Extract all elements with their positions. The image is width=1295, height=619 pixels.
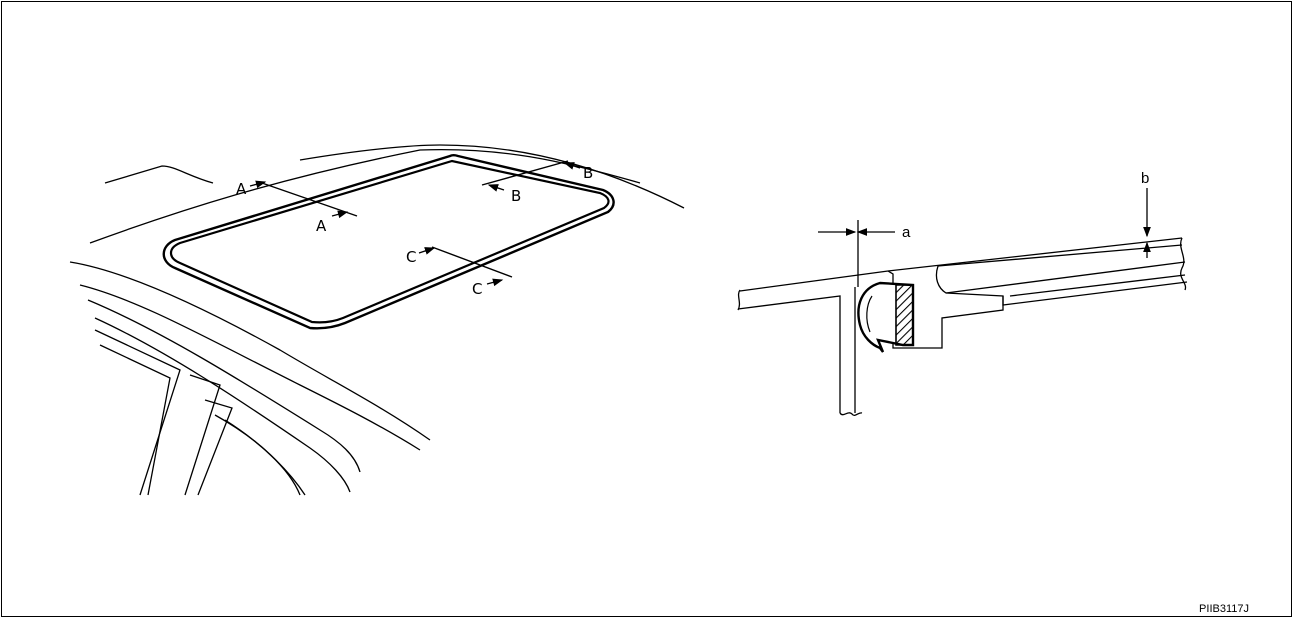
- section-b-arrow-2: [487, 184, 505, 192]
- sunroof-frame-inner: [169, 159, 610, 324]
- window-line-1: [214, 414, 301, 496]
- roof-rear-edge: [104, 165, 214, 184]
- cross-section-view: [737, 188, 1188, 417]
- section-a-cutline: [261, 182, 358, 217]
- section-c-arrow-2: [486, 278, 504, 287]
- seal-inner-line: [866, 295, 873, 333]
- section-b-arrow-1: [563, 162, 581, 170]
- section-label-b-2: B: [511, 187, 521, 205]
- glass-top: [887, 237, 1183, 272]
- roof-upper-curve-2: [299, 144, 685, 209]
- dimension-label-a: a: [902, 224, 911, 241]
- dimension-label-b: b: [1141, 170, 1149, 187]
- sunroof-frame-outer: [162, 154, 615, 330]
- body-panel-top: [739, 270, 889, 292]
- section-label-c-2: C: [472, 280, 482, 298]
- panel-break-right: [1180, 237, 1187, 291]
- glass-edge: [935, 261, 1186, 294]
- pillar-line-2: [99, 344, 171, 496]
- section-b-cutline: [481, 160, 569, 186]
- glass-lower-inner: [1009, 274, 1186, 297]
- glass-top-inner: [937, 244, 1183, 267]
- panel-break-bottom: [839, 412, 863, 417]
- figure-code: PIIB3117J: [1199, 603, 1249, 615]
- roof-perspective-view: [69, 144, 685, 496]
- roof-side-line-2: [79, 284, 421, 451]
- section-label-a-1: A: [236, 180, 247, 198]
- pillar-line-3: [184, 374, 221, 496]
- section-a-arrow-2: [331, 210, 349, 219]
- seal-hatched-core: [895, 284, 914, 346]
- body-panel-bottom: [737, 295, 841, 413]
- body-line-2: [94, 317, 351, 493]
- section-a-arrow-1: [249, 180, 267, 189]
- pillar-line-1: [94, 329, 181, 496]
- section-label-b-1: B: [583, 164, 593, 182]
- pillar-line-4: [197, 399, 233, 496]
- section-label-a-2: A: [316, 217, 327, 235]
- section-c-arrow-1: [418, 247, 436, 255]
- section-c-cutline: [431, 246, 513, 278]
- roof-side-line-1: [69, 261, 431, 441]
- window-line-2: [224, 419, 306, 496]
- body-line-1: [87, 299, 361, 473]
- panel-break-left: [737, 289, 741, 311]
- section-label-c-1: C: [406, 248, 416, 266]
